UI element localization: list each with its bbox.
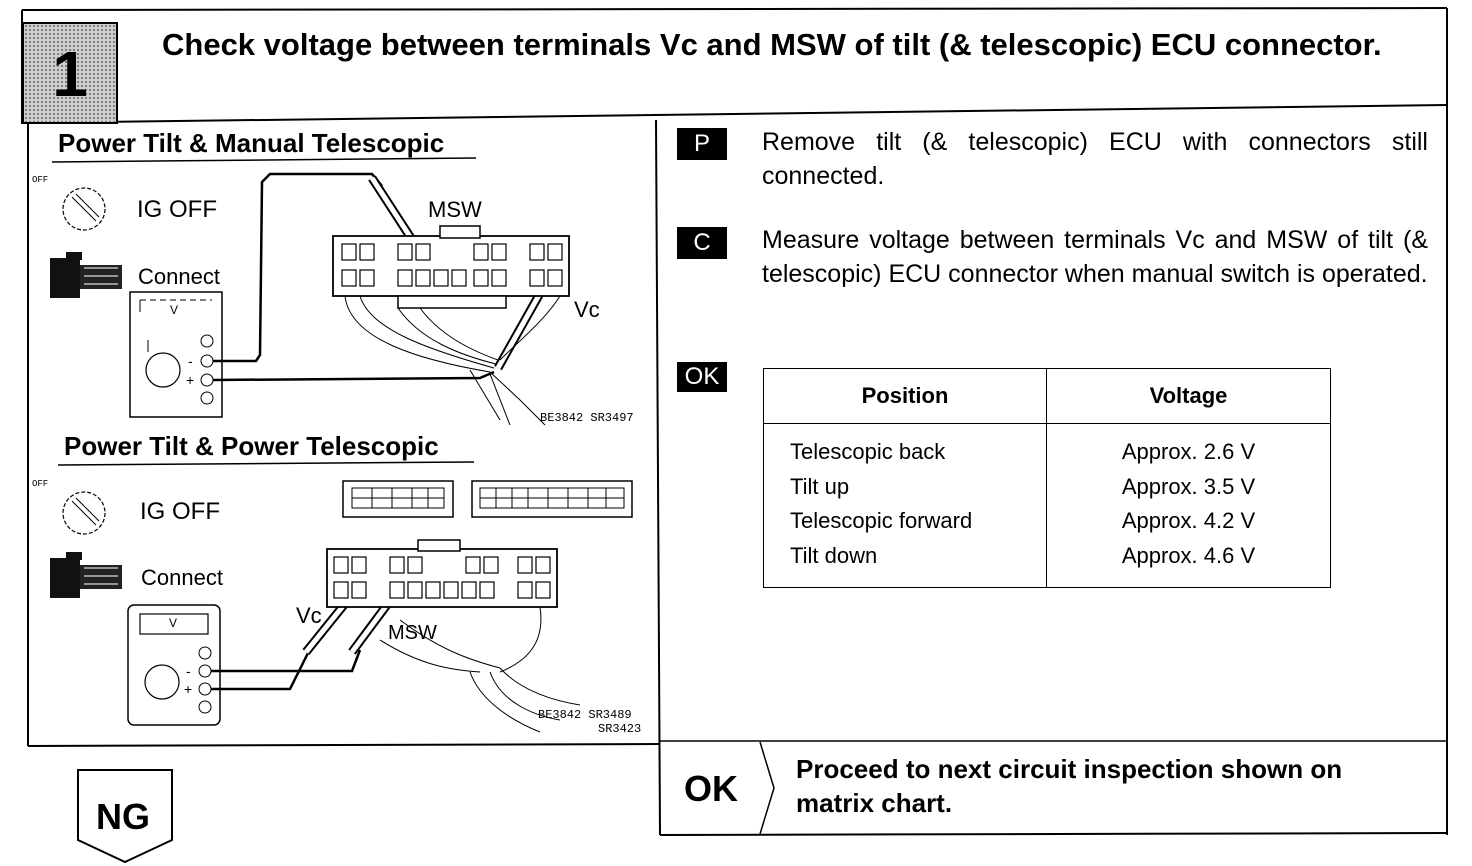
cell-position: Telescopic back	[763, 423, 1047, 471]
ng-label: NG	[96, 796, 150, 837]
table-row: Telescopic back Approx. 2.6 V	[763, 423, 1331, 471]
svg-text:-: -	[188, 353, 193, 369]
lower-connect-label: Connect	[141, 565, 223, 590]
header-voltage: Voltage	[1046, 368, 1331, 424]
table-row: Telescopic forward Approx. 4.2 V	[763, 504, 1331, 538]
upper-meter-symbol: V	[170, 303, 179, 317]
upper-diagram-caption: Power Tilt & Manual Telescopic	[58, 128, 445, 158]
ok-result-message: Proceed to next circuit inspection shown…	[796, 754, 1343, 818]
cell-voltage: Approx. 2.6 V	[1121, 439, 1256, 465]
svg-text:+: +	[184, 681, 192, 697]
svg-text:-: -	[186, 663, 191, 679]
instruction-p-text: Remove tilt (& telescopic) ECU with conn…	[762, 128, 1428, 190]
upper-connect-label: Connect	[138, 264, 220, 289]
lower-diagram-caption: Power Tilt & Power Telescopic	[64, 431, 439, 461]
upper-ig-off-label: IG OFF	[137, 196, 217, 223]
page-title: Check voltage between terminals Vc and M…	[162, 27, 1382, 62]
table-row: Tilt down Approx. 4.6 V	[763, 537, 1331, 588]
cell-voltage: Approx. 4.2 V	[1121, 507, 1256, 533]
cell-position: Tilt down	[763, 537, 1047, 588]
voltage-table: Position Voltage Telescopic back Approx.…	[763, 368, 1331, 588]
lower-diagram-code-1: BE3842 SR3489	[538, 708, 632, 722]
header-position: Position	[763, 368, 1047, 424]
upper-diagram-code: BE3842 SR3497	[540, 411, 634, 425]
instruction-c-text: Measure voltage between terminals Vc and…	[762, 226, 1428, 288]
table-header-row: Position Voltage	[763, 368, 1331, 424]
lower-off-mark: OFF	[32, 479, 49, 489]
step-number-box: 1	[22, 22, 118, 124]
cell-position: Tilt up	[763, 470, 1047, 505]
lower-vc-label: Vc	[296, 603, 322, 628]
step-number: 1	[52, 38, 88, 110]
lower-diagram-code-2: SR3423	[598, 722, 642, 736]
badge-c: C	[677, 227, 727, 259]
upper-vc-label: Vc	[574, 297, 600, 322]
badge-p: P	[677, 128, 727, 160]
cell-position: Telescopic forward	[763, 504, 1047, 538]
lower-ig-off-label: IG OFF	[140, 498, 220, 525]
lower-meter-symbol: V	[169, 616, 178, 630]
lower-msw-label: MSW	[388, 622, 437, 644]
cell-voltage: Approx. 4.6 V	[1121, 543, 1256, 569]
ok-result-label: OK	[684, 768, 738, 809]
table-row: Tilt up Approx. 3.5 V	[763, 470, 1331, 505]
upper-msw-label: MSW	[428, 197, 482, 222]
cell-voltage: Approx. 3.5 V	[1121, 474, 1256, 500]
upper-off-mark: OFF	[32, 175, 49, 185]
badge-ok-small: OK	[677, 362, 727, 392]
svg-text:+: +	[186, 372, 194, 388]
